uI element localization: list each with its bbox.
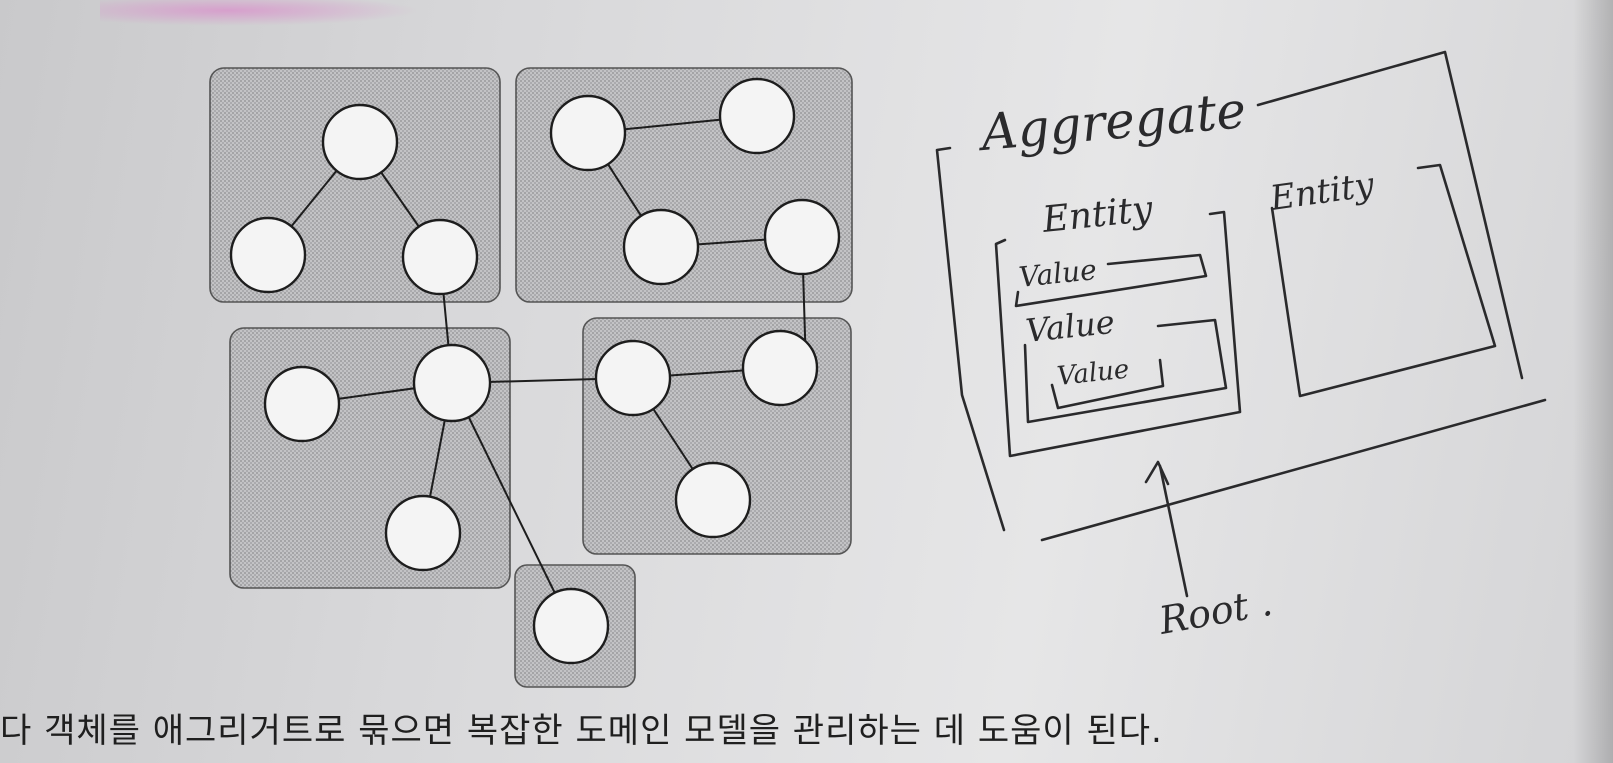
root-handwritten-label: Root . — [1155, 580, 1276, 643]
object-node — [412, 343, 492, 423]
object-node — [229, 216, 307, 294]
handwritten-sketch: Aggregate Entity Entity Value Value Valu… — [935, 50, 1547, 643]
pink-smudge — [100, 0, 420, 26]
object-node — [384, 494, 462, 572]
value-3-handwritten-label: Value — [1056, 355, 1131, 392]
value-1-handwritten-label: Value — [1017, 253, 1098, 294]
object-node — [263, 365, 341, 443]
edge — [451, 382, 572, 627]
figure-caption: 다 객체를 애그리거트로 묶으면 복잡한 도메인 모델을 관리하는 데 도움이 … — [0, 711, 1163, 751]
aggregate-handwritten-label: Aggregate — [975, 81, 1248, 162]
value-2-handwritten-label: Value — [1024, 303, 1117, 350]
object-node — [741, 329, 819, 407]
object-node — [763, 198, 841, 276]
object-node — [321, 103, 399, 181]
object-node — [401, 218, 479, 296]
object-node — [718, 77, 796, 155]
object-node — [674, 461, 752, 539]
object-node — [622, 208, 700, 286]
object-node — [594, 339, 672, 417]
entity-right-handwritten-label: Entity — [1267, 165, 1377, 219]
object-node — [549, 94, 627, 172]
entity-left-handwritten-label: Entity — [1040, 189, 1156, 241]
page-edge-shadow — [1573, 0, 1613, 763]
object-node — [532, 587, 610, 665]
